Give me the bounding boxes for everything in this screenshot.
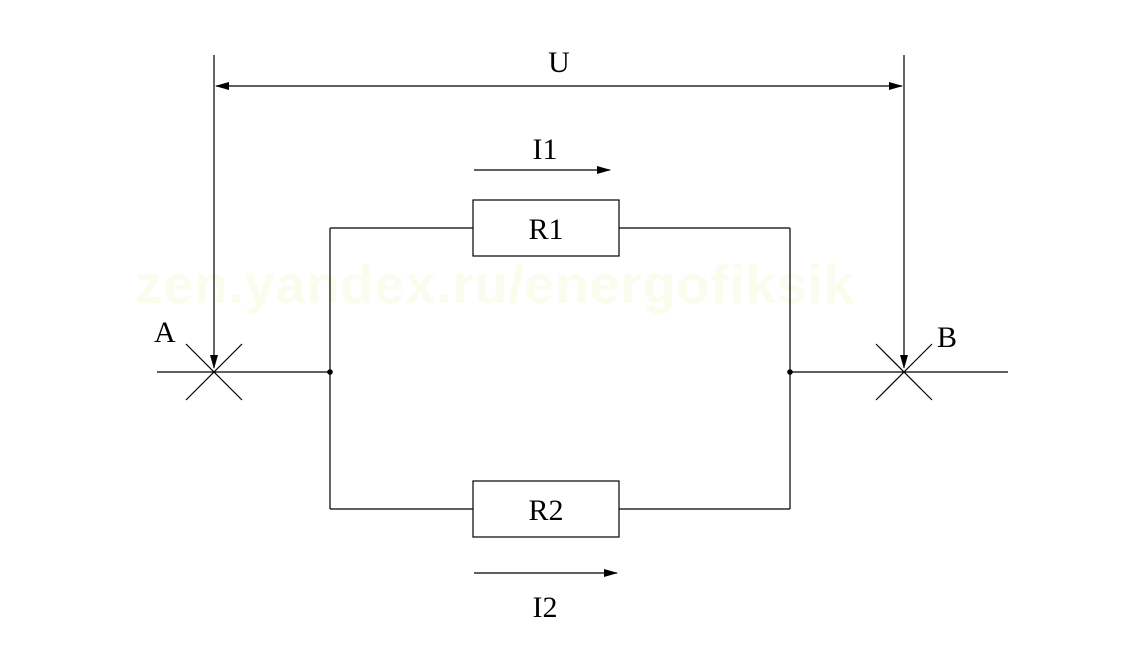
resistor-r2 — [472, 480, 620, 538]
voltage-label: U — [548, 46, 570, 79]
voltage-dimension: U — [210, 46, 908, 369]
node-a-marker — [185, 343, 243, 401]
watermark-text: zen.yandex.ru/energofiksik — [135, 255, 854, 315]
node-b-label: B — [937, 321, 957, 354]
node-b-marker — [875, 343, 933, 401]
resistor-r1 — [472, 199, 620, 257]
current-i2-label: I2 — [533, 591, 558, 624]
current-i1-label: I1 — [533, 133, 558, 166]
node-a-label: A — [154, 316, 176, 349]
resistor-r1-label: R1 — [528, 213, 563, 246]
resistor-r2-label: R2 — [528, 494, 563, 527]
